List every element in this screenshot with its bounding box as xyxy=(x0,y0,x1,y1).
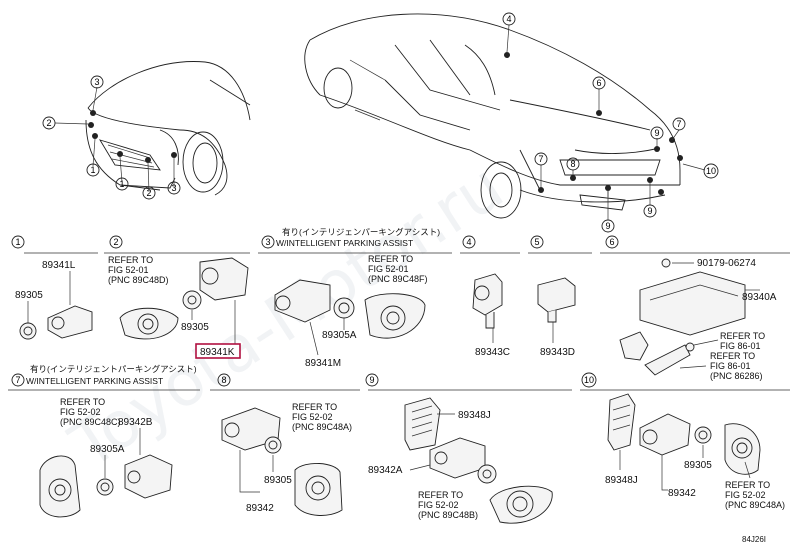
p8-refer-3: (PNC 89C48A) xyxy=(292,422,352,432)
part-89305A: 89305A xyxy=(322,330,357,341)
callout-3b: 3 xyxy=(171,183,176,193)
panel3-header-en: W/INTELLIGENT PARKING ASSIST xyxy=(276,238,413,248)
panel-num-1: 1 xyxy=(15,237,20,247)
p10-refer-2: FIG 52-02 xyxy=(725,490,766,500)
p9-refer-3: (PNC 89C48B) xyxy=(418,510,478,520)
part-89341M: 89341M xyxy=(305,358,341,369)
front-car-illustration xyxy=(85,61,251,196)
panel-1: 89341L 89305 xyxy=(15,260,93,340)
p10-refer-3: (PNC 89C48A) xyxy=(725,500,785,510)
callout-7: 7 xyxy=(538,154,543,164)
p9-refer-1: REFER TO xyxy=(418,490,463,500)
panel-num-9: 9 xyxy=(369,375,374,385)
p2-refer-1: REFER TO xyxy=(108,255,153,265)
part-89342-p8: 89342 xyxy=(246,503,274,514)
callout-3: 3 xyxy=(94,77,99,87)
callout-9b: 9 xyxy=(647,206,652,216)
p10-refer-1: REFER TO xyxy=(725,480,770,490)
part-89348J-p10: 89348J xyxy=(605,475,638,486)
p6-refer2-1: REFER TO xyxy=(710,351,755,361)
part-89343D: 89343D xyxy=(540,347,575,358)
p6-refer1-1: REFER TO xyxy=(720,331,765,341)
part-89342-p10: 89342 xyxy=(668,488,696,499)
panel-7: REFER TO FIG 52-02 (PNC 89C48C) 89342B 8… xyxy=(39,397,173,518)
panel-6: 90179-06274 89340A REFER TO FIG 86-01 RE… xyxy=(619,258,777,381)
panel-2: REFER TO FIG 52-01 (PNC 89C48D) 89305 89… xyxy=(108,255,249,359)
rear-sensor-callouts: 4 6 7 8 9 9 7 10 9 xyxy=(502,12,719,233)
rear-car-illustration xyxy=(304,13,681,219)
part-89341K: 89341K xyxy=(200,347,235,358)
p6-refer1-2: FIG 86-01 xyxy=(720,341,761,351)
p3-refer-3: (PNC 89C48F) xyxy=(368,274,428,284)
p3-refer-1: REFER TO xyxy=(368,254,413,264)
callout-7b: 7 xyxy=(676,119,681,129)
part-89343C: 89343C xyxy=(475,347,510,358)
callout-10: 10 xyxy=(706,166,716,176)
diagram-code: 84J26I xyxy=(742,535,766,544)
p3-refer-2: FIG 52-01 xyxy=(368,264,409,274)
part-89305-p10: 89305 xyxy=(684,460,712,471)
part-89341L: 89341L xyxy=(42,260,76,271)
panel3-header-jp: 有り(インテリジェンパーキングアシスト) xyxy=(282,227,440,237)
part-89342A: 89342A xyxy=(368,465,403,476)
callout-6: 6 xyxy=(596,78,601,88)
panel7-header-jp: 有り(インテリジェントパーキングアシスト) xyxy=(30,364,197,374)
p6-refer2-2: FIG 86-01 xyxy=(710,361,751,371)
part-89305-p1: 89305 xyxy=(15,290,43,301)
callout-4: 4 xyxy=(506,14,511,24)
callout-9c: 9 xyxy=(654,128,659,138)
p2-refer-3: (PNC 89C48D) xyxy=(108,275,169,285)
p7-refer-1: REFER TO xyxy=(60,397,105,407)
part-89305-p8: 89305 xyxy=(264,475,292,486)
callout-1: 1 xyxy=(90,165,95,175)
callout-1b: 1 xyxy=(119,179,124,189)
p7-refer-3: (PNC 89C48C) xyxy=(60,417,121,427)
panel-num-2: 2 xyxy=(113,237,118,247)
callout-9: 9 xyxy=(605,221,610,231)
panel-3: REFER TO FIG 52-01 (PNC 89C48F) 89305A 8… xyxy=(274,254,428,369)
panel-num-8: 8 xyxy=(221,375,226,385)
part-89305-p2: 89305 xyxy=(181,322,209,333)
panel-4: 89343C xyxy=(472,273,510,358)
panel-num-10: 10 xyxy=(584,375,594,385)
part-89348J-p9: 89348J xyxy=(458,410,491,421)
panel-8: REFER TO FIG 52-02 (PNC 89C48A) 89305 89… xyxy=(221,402,352,516)
panel-num-7: 7 xyxy=(15,375,20,385)
p6-refer2-3: (PNC 86286) xyxy=(710,371,763,381)
p2-refer-2: FIG 52-01 xyxy=(108,265,149,275)
panel-num-5: 5 xyxy=(534,237,539,247)
panel7-header-en: W/INTELLIGENT PARKING ASSIST xyxy=(26,376,163,386)
part-89305A-p7: 89305A xyxy=(90,444,125,455)
p7-refer-2: FIG 52-02 xyxy=(60,407,101,417)
panel-num-6: 6 xyxy=(609,237,614,247)
p8-refer-2: FIG 52-02 xyxy=(292,412,333,422)
panel-num-3: 3 xyxy=(265,237,270,247)
p9-refer-2: FIG 52-02 xyxy=(418,500,459,510)
panel-9: 89348J 89342A REFER TO FIG 52-02 (PNC 89… xyxy=(368,397,553,524)
panel-10: 89348J 89305 89342 REFER TO FIG 52-02 (P… xyxy=(605,393,785,510)
part-89340A: 89340A xyxy=(742,292,777,303)
part-90179-06274: 90179-06274 xyxy=(697,258,756,269)
row1-headers: 1 2 3 有り(インテリジェンパーキングアシスト) W/INTELLIGENT… xyxy=(11,227,790,254)
panel-num-4: 4 xyxy=(466,237,471,247)
callout-8: 8 xyxy=(570,159,575,169)
p8-refer-1: REFER TO xyxy=(292,402,337,412)
highlight-box xyxy=(195,343,241,359)
panel-5: 89343D xyxy=(537,277,576,358)
callout-2: 2 xyxy=(46,118,51,128)
callout-2b: 2 xyxy=(146,188,151,198)
part-89342B: 89342B xyxy=(118,417,153,428)
row2-headers: 有り(インテリジェントパーキングアシスト) 7 W/INTELLIGENT PA… xyxy=(8,364,790,391)
front-sensor-callouts: 3 2 1 1 2 3 xyxy=(42,75,181,200)
